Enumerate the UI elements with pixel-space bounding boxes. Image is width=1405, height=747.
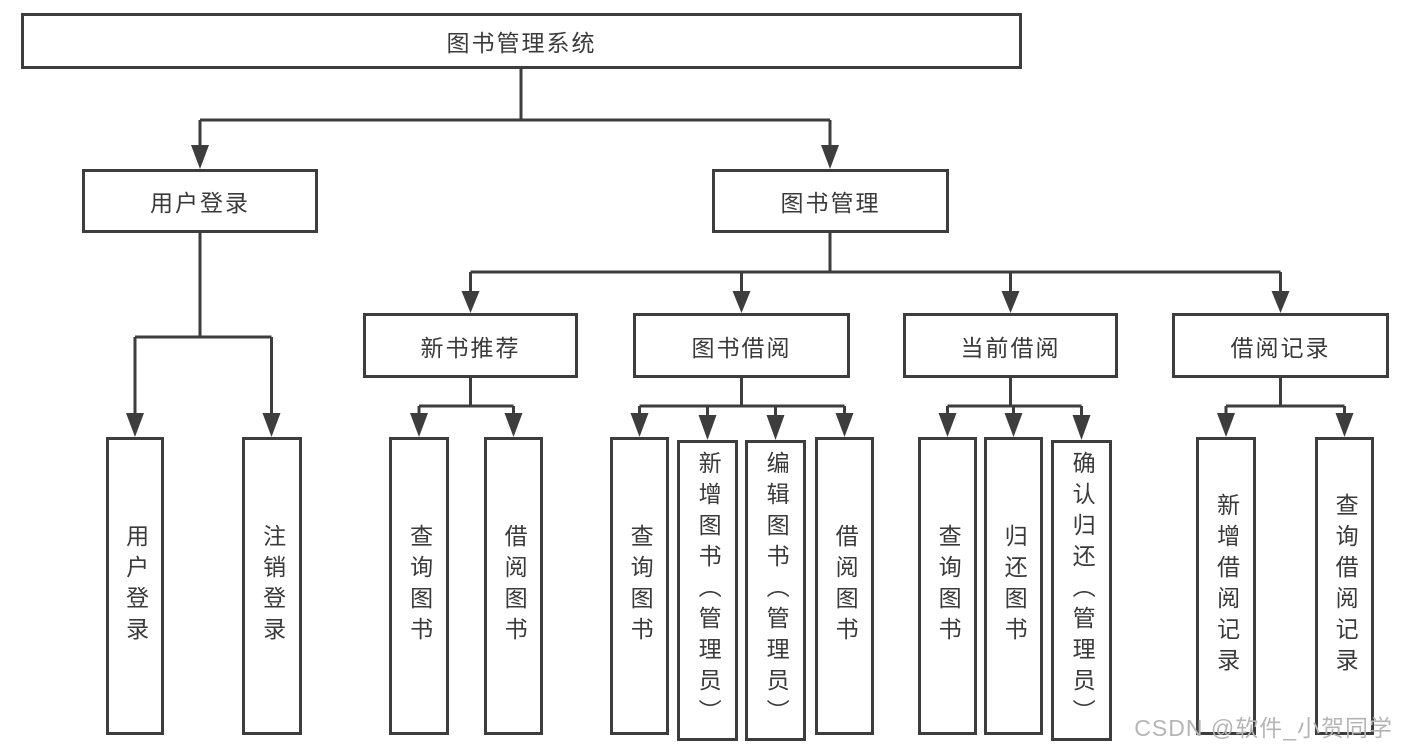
node-label: 当前借阅 [960, 334, 1061, 361]
node-label: 新书推荐 [420, 334, 521, 361]
leaf-edit-books-admin: 编辑图书（管理员） [745, 440, 806, 741]
leaf-return-books: 归还图书 [984, 437, 1043, 735]
leaf-user-login: 用户登录 [106, 437, 164, 735]
leaf-logout: 注销登录 [242, 437, 302, 735]
leaf-add-borrow-record: 新增借阅记录 [1196, 437, 1256, 735]
node-library-management-system: 图书管理系统 [21, 13, 1022, 69]
node-label: 查询图书 [935, 524, 962, 648]
node-label: 借阅图书 [832, 524, 859, 648]
node-label: 借阅图书 [501, 524, 528, 648]
node-label: 借阅记录 [1230, 334, 1331, 361]
leaf-borrow-books-2: 借阅图书 [815, 437, 874, 735]
node-label: 编辑图书（管理员） [763, 451, 790, 730]
node-borrowing-records: 借阅记录 [1172, 313, 1389, 378]
node-current-borrowing: 当前借阅 [903, 313, 1118, 378]
node-label: 查询图书 [627, 524, 654, 648]
node-label: 查询图书 [406, 524, 433, 648]
node-new-book-recommendation: 新书推荐 [363, 313, 578, 378]
node-book-management: 图书管理 [712, 169, 949, 233]
node-label: 注销登录 [259, 524, 286, 648]
leaf-query-borrow-record: 查询借阅记录 [1315, 437, 1374, 735]
node-label: 用户登录 [150, 190, 250, 216]
node-book-borrowing: 图书借阅 [633, 313, 850, 378]
node-label: 归还图书 [1001, 524, 1028, 648]
node-label: 用户登录 [122, 524, 149, 648]
node-label: 图书管理系统 [446, 30, 597, 56]
leaf-confirm-return-admin: 确认归还（管理员） [1051, 440, 1112, 741]
node-label: 图书管理 [780, 190, 881, 216]
leaf-query-books-3: 查询图书 [918, 437, 977, 735]
leaf-query-books-1: 查询图书 [389, 437, 449, 735]
node-label: 新增图书（管理员） [695, 451, 722, 730]
node-user-login: 用户登录 [82, 169, 318, 233]
node-label: 确认归还（管理员） [1069, 451, 1096, 730]
leaf-add-books-admin: 新增图书（管理员） [677, 440, 738, 741]
node-label: 图书借阅 [691, 334, 792, 361]
leaf-query-books-2: 查询图书 [610, 437, 669, 735]
node-label: 查询借阅记录 [1332, 493, 1359, 679]
node-label: 新增借阅记录 [1213, 493, 1240, 679]
leaf-borrow-books-1: 借阅图书 [484, 437, 543, 735]
watermark-text: CSDN @软件_小贺同学 [1134, 715, 1393, 741]
